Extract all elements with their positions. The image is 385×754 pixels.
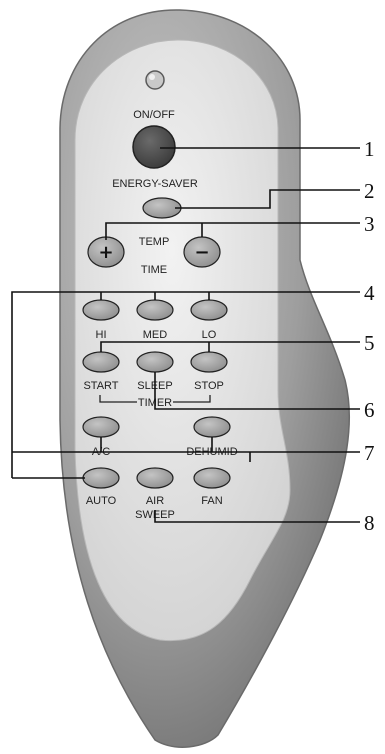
- callout-5: 5: [364, 331, 375, 355]
- callout-3: 3: [364, 212, 375, 236]
- callout-6: 6: [364, 398, 375, 422]
- fan-lo-label: LO: [202, 329, 217, 341]
- leader-6: [154, 372, 360, 410]
- leader-8: [154, 510, 360, 523]
- leader-2: [175, 189, 360, 209]
- fan-med-label: MED: [143, 329, 168, 341]
- fan-lo-button[interactable]: [190, 299, 228, 321]
- callout-4: 4: [364, 281, 375, 305]
- timer-stop-label: STOP: [194, 380, 224, 392]
- timer-start-label: START: [83, 380, 118, 392]
- timer-bracket: [99, 395, 211, 403]
- leader-7b: [100, 437, 213, 452]
- fan-hi-label: HI: [96, 329, 107, 341]
- leader-4b: [100, 292, 210, 300]
- time-label: TIME: [141, 264, 167, 276]
- auto-mode-label: AUTO: [86, 495, 117, 507]
- callout-8: 8: [364, 511, 375, 535]
- power-button[interactable]: [132, 125, 176, 169]
- ir-led-highlight: [149, 74, 155, 80]
- plus-icon: +: [98, 242, 113, 263]
- air-sweep-label-line1: AIR: [146, 495, 164, 507]
- energy-saver-label: ENERGY-SAVER: [112, 178, 198, 190]
- callout-2: 2: [364, 179, 375, 203]
- air-sweep-button[interactable]: [136, 467, 174, 489]
- temp-label: TEMP: [139, 236, 170, 248]
- leader-4: [11, 291, 360, 478]
- ac-mode-button[interactable]: [82, 416, 120, 438]
- timer-stop-button[interactable]: [190, 351, 228, 373]
- minus-icon: −: [194, 242, 209, 263]
- callout-7: 7: [364, 441, 375, 465]
- leader-7: [12, 451, 360, 462]
- fan-med-button[interactable]: [136, 299, 174, 321]
- fan-mode-button[interactable]: [193, 467, 231, 489]
- fan-mode-label: FAN: [201, 495, 222, 507]
- ir-led-indicator: [145, 70, 165, 90]
- timer-start-button[interactable]: [82, 351, 120, 373]
- remote-face: [74, 39, 291, 642]
- leader-5: [100, 341, 360, 352]
- leader-3: [105, 222, 360, 240]
- auto-mode-button[interactable]: [82, 467, 120, 489]
- fan-hi-button[interactable]: [82, 299, 120, 321]
- callout-leaders: [11, 147, 360, 523]
- power-label: ON/OFF: [133, 109, 175, 121]
- dehumid-mode-button[interactable]: [193, 416, 231, 438]
- timer-sleep-button[interactable]: [136, 351, 174, 373]
- callout-1: 1: [364, 137, 375, 161]
